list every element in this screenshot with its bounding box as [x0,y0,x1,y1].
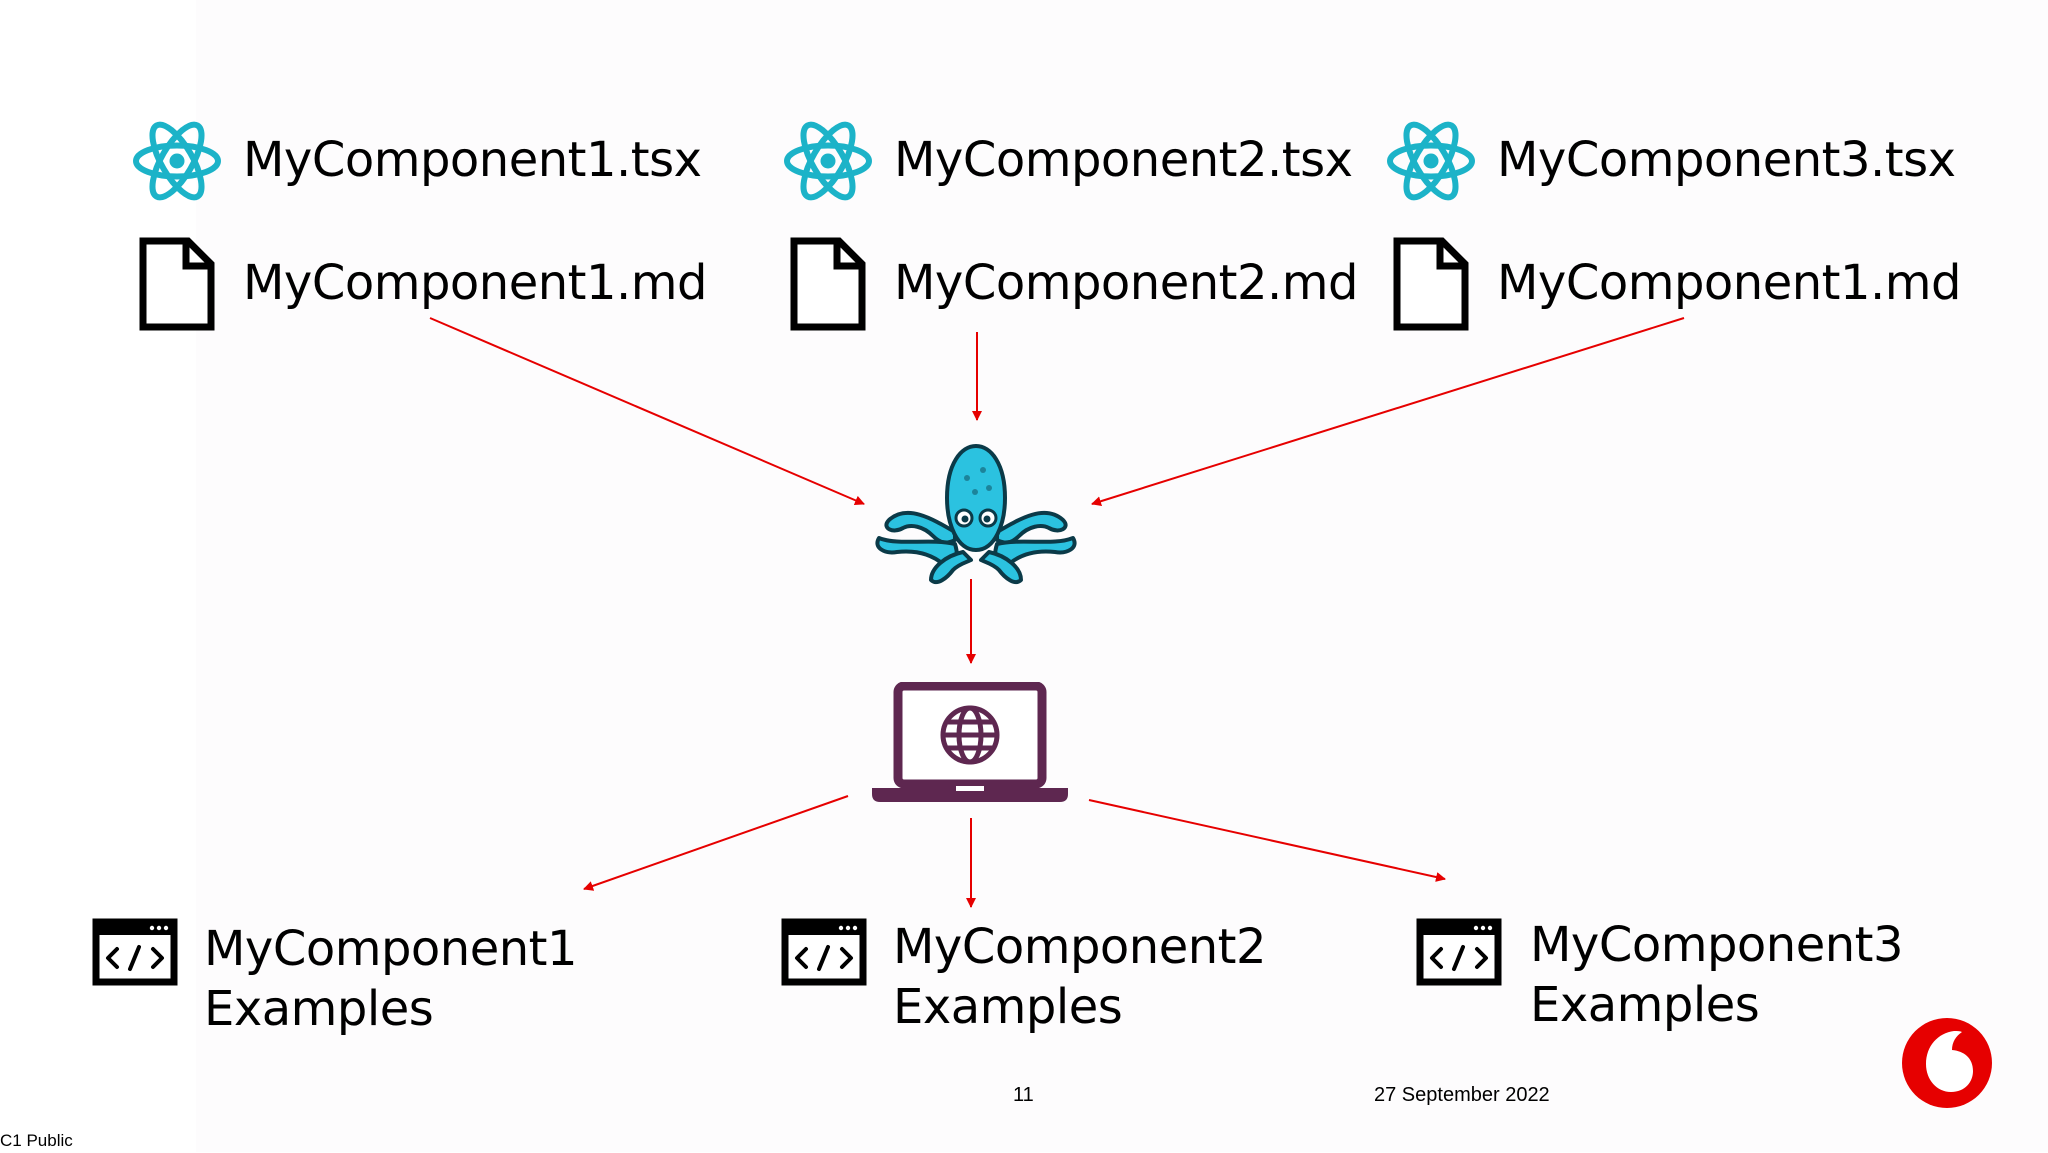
vodafone-logo [1900,1016,1994,1110]
source-2-md-label: MyComponent2.md [894,255,1359,311]
react-icon [132,112,222,210]
react-icon [1386,112,1476,210]
code-window-icon [92,918,178,986]
octopus-icon [871,440,1081,586]
document-icon [1392,236,1470,332]
source-1-md-label: MyComponent1.md [243,255,708,311]
output-1-title: MyComponent1 [204,921,578,977]
slide-background [196,0,2048,1152]
source-2-tsx-label: MyComponent2.tsx [894,132,1353,188]
output-1-subtitle: Examples [204,981,434,1037]
react-icon [783,112,873,210]
classification-label: C1 Public [0,1131,73,1150]
code-window-icon [781,918,867,986]
laptop-globe-icon [870,681,1070,804]
document-icon [789,236,867,332]
output-3-subtitle: Examples [1530,977,1760,1033]
document-icon [138,236,216,332]
output-2-subtitle: Examples [893,979,1123,1035]
page-number: 11 [1013,1084,1034,1106]
arrow-source1-to-processor [429,317,865,506]
code-window-icon [1416,918,1502,986]
slide-date: 27 September 2022 [1374,1084,1550,1106]
output-2-title: MyComponent2 [893,919,1267,975]
output-3-title: MyComponent3 [1530,917,1904,973]
source-3-md-label: MyComponent1.md [1497,255,1962,311]
arrow-source3-to-processor [1091,317,1685,507]
arrow-website-to-output1 [583,795,849,891]
arrow-website-to-output3 [1088,799,1446,882]
source-3-tsx-label: MyComponent3.tsx [1497,132,1956,188]
source-1-tsx-label: MyComponent1.tsx [243,132,702,188]
